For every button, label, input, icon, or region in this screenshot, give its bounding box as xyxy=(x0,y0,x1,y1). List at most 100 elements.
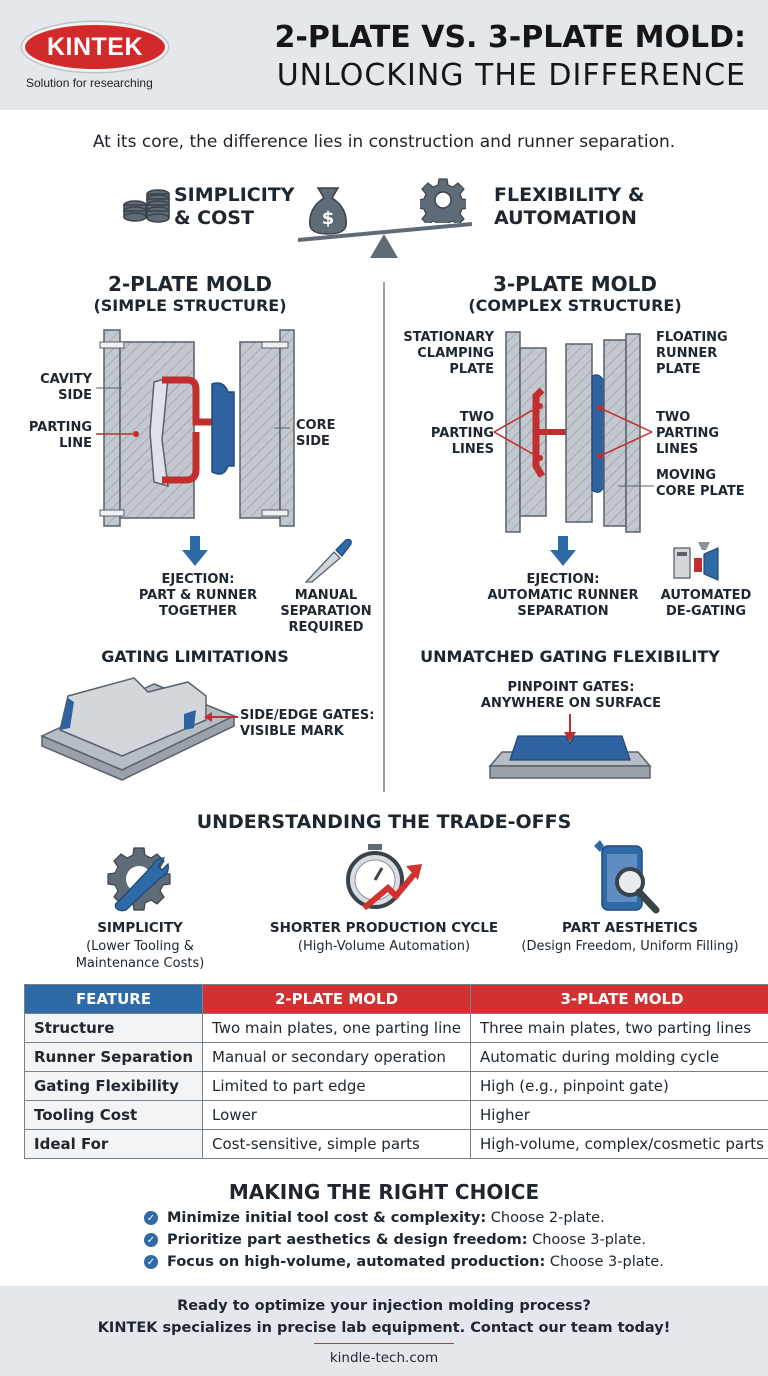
choice-bold: Prioritize part aesthetics & design free… xyxy=(167,1232,528,1248)
choice-rest: Choose 2-plate. xyxy=(486,1210,605,1226)
column-header-feature: FEATURE xyxy=(23,984,204,1014)
parting-label-2: LINE xyxy=(59,436,92,451)
choice-item: ✓ Minimize initial tool cost & complexit… xyxy=(144,1210,605,1226)
logo-text: KINTEK xyxy=(46,32,144,61)
table-cell: Limited to part edge xyxy=(202,1071,471,1101)
core-label-1: CORE xyxy=(296,418,336,433)
knife-icon xyxy=(304,538,352,583)
ejection-line-1: EJECTION: xyxy=(161,572,235,587)
svg-text:$: $ xyxy=(322,208,335,229)
check-icon: ✓ xyxy=(144,1211,158,1225)
moving-core-plate-label: MOVING CORE PLATE xyxy=(656,468,745,500)
manual-line-3: REQUIRED xyxy=(288,620,364,635)
footer-url-link[interactable]: kindle-tech.com xyxy=(329,1350,439,1366)
three-plate-mold-diagram xyxy=(505,331,641,533)
check-icon: ✓ xyxy=(144,1255,158,1269)
parting-left-line-3: LINES xyxy=(451,442,494,457)
table-cell: Ideal For xyxy=(23,1129,204,1159)
table-cell: Three main plates, two parting lines xyxy=(470,1013,768,1043)
cavity-side-label: CAVITY SIDE xyxy=(40,372,92,404)
tradeoff-aesthetics-title: PART AESTHETICS xyxy=(561,920,699,936)
theme-right-line2: AUTOMATION xyxy=(494,207,637,229)
footer-band xyxy=(0,1286,768,1376)
stationary-plate-label: STATIONARY CLAMPING PLATE xyxy=(392,330,494,378)
phone-magnifier-icon xyxy=(594,840,660,914)
floating-line-2: RUNNER xyxy=(656,346,718,361)
table-cell: Gating Flexibility xyxy=(23,1071,204,1101)
gear-icon xyxy=(420,178,466,223)
tradeoff-aesthetics-sub1: (Design Freedom, Uniform Filling) xyxy=(521,939,739,954)
auto-ejection-line-3: SEPARATION xyxy=(517,604,609,619)
choice-rest: Choose 3-plate. xyxy=(527,1232,647,1248)
intro-text: At its core, the difference lies in cons… xyxy=(92,132,676,152)
parting-right-line-1: TWO xyxy=(656,410,691,425)
core-side-label: CORE SIDE xyxy=(296,418,335,450)
parting-right-line-2: PARTING xyxy=(656,426,720,441)
tradeoffs-title: UNDERSTANDING THE TRADE-OFFS xyxy=(196,811,572,833)
stopwatch-growth-icon xyxy=(346,844,422,911)
floating-line-1: FLOATING xyxy=(656,330,728,345)
kintek-logo[interactable]: KINTEK xyxy=(22,22,168,72)
coins-icon xyxy=(123,189,170,223)
tradeoff-cycle-sub1: (High-Volume Automation) xyxy=(297,939,471,954)
pinpoint-gated-part-illustration xyxy=(488,714,652,779)
degating-line-2: DE-GATING xyxy=(665,604,747,619)
automatic-ejection-arrow-icon xyxy=(550,536,576,566)
tradeoff-cycle-title: SHORTER PRODUCTION CYCLE xyxy=(269,920,499,936)
table-cell: Lower xyxy=(202,1100,471,1130)
manual-separation-label: MANUAL SEPARATION REQUIRED xyxy=(278,588,374,636)
table-cell: High-volume, complex/cosmetic parts xyxy=(470,1129,768,1159)
two-plate-ejection-label: EJECTION: PART & RUNNER TOGETHER xyxy=(128,572,268,620)
theme-right-line1: FLEXIBILITY & xyxy=(494,184,645,206)
table-row: Gating Flexibility Limited to part edge … xyxy=(23,1071,768,1101)
theme-left-line1: SIMPLICITY xyxy=(174,184,295,206)
two-parting-lines-left-label: TWO PARTING LINES xyxy=(420,410,494,458)
degating-line-1: AUTOMATED xyxy=(660,588,752,603)
pinpoint-line-2: ANYWHERE ON SURFACE xyxy=(480,696,662,711)
choice-item: ✓ Focus on high-volume, automated produc… xyxy=(144,1254,664,1270)
column-divider xyxy=(383,282,385,792)
choice-rest: Choose 3-plate. xyxy=(545,1254,664,1270)
column-header-3-plate: 3-PLATE MOLD xyxy=(470,984,768,1014)
core-label-2: SIDE xyxy=(296,434,330,449)
parting-line-label: PARTING LINE xyxy=(24,420,92,452)
gate-pointer-arrow xyxy=(204,712,238,722)
flexibility-automation-label: FLEXIBILITY & AUTOMATION xyxy=(494,184,644,230)
table-row: Runner Separation Manual or secondary op… xyxy=(23,1042,768,1072)
table-cell: Runner Separation xyxy=(23,1042,204,1072)
tradeoff-simplicity-sub1: (Lower Tooling & xyxy=(86,939,194,954)
page-title-line2: UNLOCKING THE DIFFERENCE xyxy=(276,58,746,93)
table-row: Tooling Cost Lower Higher xyxy=(23,1100,768,1130)
choice-item: ✓ Prioritize part aesthetics & design fr… xyxy=(144,1232,646,1248)
two-parting-lines-right-label: TWO PARTING LINES xyxy=(656,410,719,458)
two-plate-subtitle: (SIMPLE STRUCTURE) xyxy=(93,296,287,315)
gating-limitations-title: GATING LIMITATIONS xyxy=(101,647,289,666)
cavity-label-1: CAVITY xyxy=(40,372,92,387)
table-cell: Two main plates, one parting line xyxy=(202,1013,471,1043)
check-icon: ✓ xyxy=(144,1233,158,1247)
footer-divider xyxy=(314,1343,454,1344)
two-plate-title: 2-PLATE MOLD xyxy=(107,272,273,296)
tradeoff-simplicity-sub2: Maintenance Costs) xyxy=(75,956,205,971)
ejection-line-2: PART & RUNNER xyxy=(138,588,258,603)
two-plate-mold-diagram xyxy=(96,329,295,527)
footer-cta-line1: Ready to optimize your injection molding… xyxy=(177,1298,591,1314)
automated-degating-label: AUTOMATED DE-GATING xyxy=(654,588,758,620)
three-plate-ejection-label: EJECTION: AUTOMATIC RUNNER SEPARATION xyxy=(478,572,648,620)
ejection-line-3: TOGETHER xyxy=(158,604,238,619)
parting-left-line-2: PARTING xyxy=(430,426,494,441)
robot-degating-icon xyxy=(673,542,719,581)
edge-gates-label: SIDE/EDGE GATES: VISIBLE MARK xyxy=(240,708,374,740)
manual-line-2: SEPARATION xyxy=(280,604,372,619)
edge-gates-line-2: VISIBLE MARK xyxy=(240,724,344,739)
table-cell: High (e.g., pinpoint gate) xyxy=(470,1071,768,1101)
table-row: Ideal For Cost-sensitive, simple parts H… xyxy=(23,1129,768,1159)
simplicity-cost-label: SIMPLICITY & COST xyxy=(174,184,295,230)
choice-bold: Focus on high-volume, automated producti… xyxy=(167,1254,546,1270)
three-plate-title: 3-PLATE MOLD xyxy=(492,272,658,296)
parting-left-line-1: TWO xyxy=(459,410,494,425)
three-plate-subtitle: (COMPLEX STRUCTURE) xyxy=(468,296,682,315)
theme-left-line2: & COST xyxy=(174,207,254,229)
floating-plate-label: FLOATING RUNNER PLATE xyxy=(656,330,728,378)
moving-line-1: MOVING xyxy=(656,468,717,483)
